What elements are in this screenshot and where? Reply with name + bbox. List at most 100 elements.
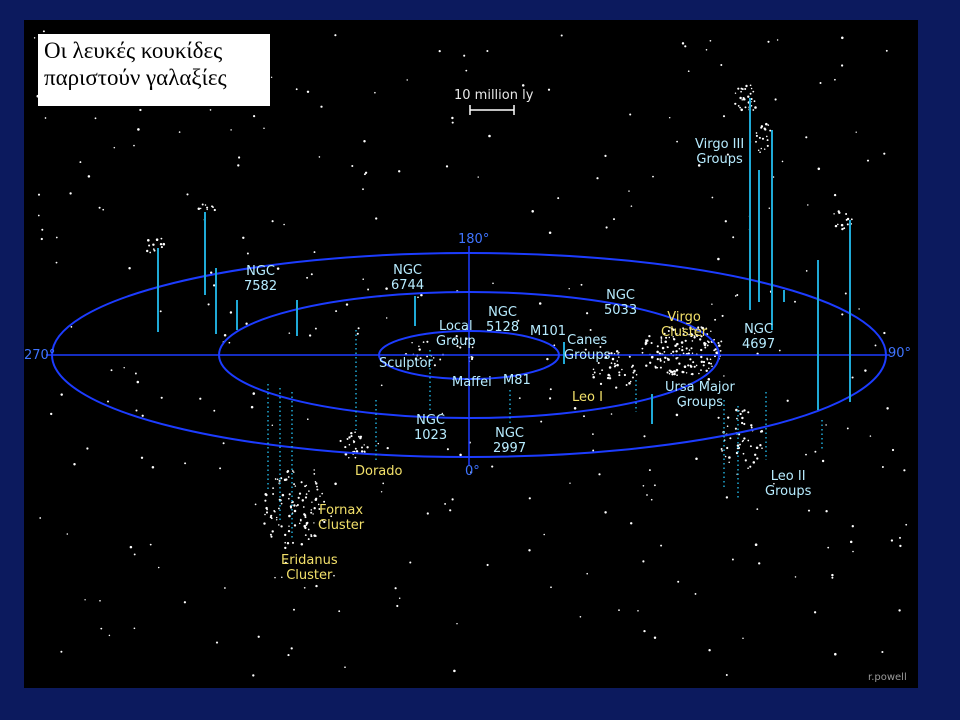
galaxy-dot [418, 348, 421, 351]
galaxy-dot [459, 453, 462, 457]
galaxy-dot [528, 497, 531, 500]
galaxy-dot [721, 450, 723, 452]
galaxy-dot [128, 267, 131, 270]
galaxy-dot [676, 140, 678, 143]
galaxy-dot [274, 478, 277, 480]
galaxy-dot [695, 333, 698, 336]
galaxy-dot [890, 539, 894, 542]
galaxy-dot [747, 95, 750, 98]
galaxy-dot [753, 332, 756, 335]
galaxy-dot [767, 40, 770, 43]
galaxy-dot [681, 348, 684, 352]
galaxy-dot [722, 115, 726, 118]
galaxy-dot [711, 196, 714, 199]
galaxy-dot [151, 465, 155, 469]
galaxy-dot [660, 340, 663, 342]
galaxy-dot [278, 524, 280, 526]
galaxy-dot [741, 99, 743, 101]
galaxy-dot [456, 622, 458, 625]
galaxy-dot [805, 453, 807, 456]
galaxy-dot [288, 493, 291, 496]
galaxy-dot [655, 367, 657, 369]
galaxy-dot [743, 98, 746, 101]
caption-line-2: παριστούν γαλαξίες [44, 65, 227, 90]
galaxy-dot [274, 510, 276, 513]
galaxy-dot [357, 327, 360, 330]
galaxy-dot [294, 485, 297, 487]
galaxy-drop-lines-down [267, 330, 823, 540]
galaxy-dot [583, 415, 585, 418]
galaxy-dot [628, 382, 631, 385]
galaxy-dot [675, 357, 678, 360]
galaxy-dot [300, 481, 303, 484]
galaxy-dot [841, 313, 844, 316]
galaxy-dot [277, 507, 280, 510]
galaxy-dot [363, 139, 366, 143]
galaxy-dot [284, 546, 287, 550]
galaxy-dot [335, 310, 338, 313]
angle-270-label: 270° [24, 348, 56, 363]
galaxy-dot [60, 650, 63, 653]
galaxy-dot [613, 218, 615, 221]
galaxy-dot [41, 228, 44, 231]
galaxy-dot [709, 39, 712, 42]
galaxy-dot [133, 144, 135, 147]
galaxy-dot [645, 364, 648, 367]
galaxy-dot [758, 562, 761, 565]
galaxy-dot [137, 128, 140, 131]
galaxy-dot [140, 456, 144, 459]
galaxy-dot [592, 433, 594, 435]
galaxy-dot [411, 341, 413, 344]
galaxy-dot [768, 207, 771, 209]
galaxy-dot [315, 482, 318, 485]
galaxy-dot [250, 405, 254, 409]
galaxy-dot [628, 190, 630, 192]
galaxy-dot [446, 448, 449, 451]
galaxy-dot [663, 361, 666, 363]
galaxy-dot [213, 208, 216, 212]
galaxy-dot [593, 371, 596, 374]
galaxy-dot [656, 345, 659, 348]
galaxy-dot [682, 333, 685, 336]
galaxy-dot [676, 343, 679, 346]
galaxy-dot [649, 361, 652, 364]
galaxy-dot [678, 362, 681, 365]
galaxy-dot [149, 251, 152, 254]
galaxy-dot [684, 45, 687, 48]
galaxy-dot [673, 338, 676, 341]
galaxy-dot [367, 288, 370, 291]
galaxy-dot [599, 346, 602, 348]
galaxy-dot [866, 159, 870, 162]
galaxy-dot [350, 431, 353, 435]
galaxy-dot [223, 333, 227, 337]
galaxy-dot [744, 459, 747, 462]
galaxy-dot [625, 384, 628, 386]
galaxy-dot [744, 106, 747, 109]
galaxy-dot [759, 444, 762, 447]
galaxy-dot [307, 528, 310, 531]
galaxy-dot [757, 149, 760, 152]
galaxy-dot [207, 303, 210, 306]
galaxy-dot [651, 355, 654, 358]
galaxy-dot [270, 514, 273, 517]
galaxy-dot [685, 372, 688, 374]
galaxy-dot [851, 376, 854, 379]
galaxy-dot [139, 108, 142, 112]
galaxy-dot [843, 227, 846, 230]
label-eridanus-cluster: Eridanus Cluster [281, 553, 338, 583]
galaxy-dot [814, 450, 817, 453]
galaxy-dot [284, 541, 287, 544]
galaxy-dot [659, 359, 662, 362]
galaxy-dot [755, 140, 757, 143]
galaxy-dot [306, 90, 310, 94]
galaxy-dot [531, 210, 534, 213]
galaxy-dot [291, 470, 294, 472]
galaxy-dot [69, 192, 72, 195]
galaxy-dot [688, 333, 690, 336]
galaxy-dot [864, 369, 867, 372]
galaxy-dot [841, 36, 844, 40]
galaxy-dot [183, 601, 187, 604]
galaxy-dot [86, 447, 89, 450]
galaxy-dot [304, 526, 307, 530]
galaxy-dot [199, 397, 202, 400]
